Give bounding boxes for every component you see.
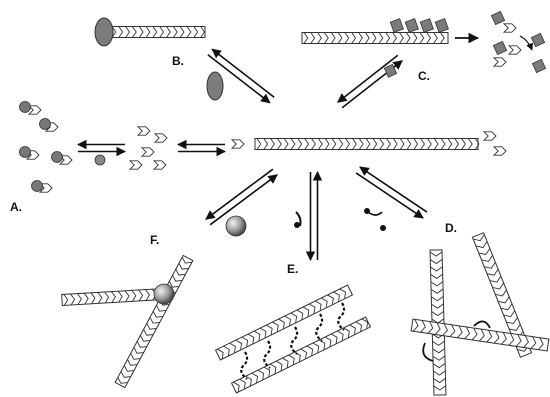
released-cofilin-icon <box>531 33 544 46</box>
filamin-head-icon <box>380 225 386 231</box>
capping-protein-icon <box>95 18 113 46</box>
actin-monomer-icon <box>232 140 244 148</box>
released-cofilin-icon <box>532 59 545 72</box>
released-cofilin-icon <box>491 11 504 24</box>
free-capping-protein-icon <box>207 72 223 100</box>
filamin-head-icon <box>364 208 370 214</box>
actin-monomer-icon <box>509 46 521 54</box>
profilin-icon <box>20 102 31 113</box>
bundle-filament-top <box>216 285 353 360</box>
panel-label-e: E. <box>287 262 298 276</box>
released-cofilin-icon <box>493 41 506 54</box>
bundle-crosslinker-icon <box>338 303 344 330</box>
actin-monomer-icon <box>494 58 506 66</box>
cofilin-icon <box>435 19 448 33</box>
bundle-crosslinker-icon <box>291 327 297 354</box>
mesh-crosslinker-icon <box>423 343 433 361</box>
profilin-icon <box>52 152 63 163</box>
bundle-crosslinker-icon <box>264 341 270 368</box>
actin-monomer-icon <box>142 148 154 156</box>
bundle-crosslinker-icon <box>241 352 247 379</box>
cofilin-icon <box>420 19 433 33</box>
filamin-icon <box>368 212 382 215</box>
branch-mother-filament <box>62 289 165 306</box>
equilibrium-arrow-a1 <box>78 145 125 152</box>
mesh-filament-horizontal <box>411 319 549 351</box>
actin-monomer-icon <box>484 132 496 140</box>
actin-monomer-icon <box>130 161 142 169</box>
panel-label-f: F. <box>150 233 159 247</box>
equilibrium-arrow-c <box>338 55 402 108</box>
equilibrium-arrow-e <box>311 172 318 260</box>
panel-label-a: A. <box>10 200 22 214</box>
actin-monomer-icon <box>155 134 167 142</box>
actin-monomer-icon <box>494 147 506 155</box>
panel-label-d: D. <box>445 221 457 235</box>
actin-monomer-icon <box>154 161 166 169</box>
profilin-icon <box>32 181 43 192</box>
cofilin-icon <box>405 19 418 33</box>
decorated-filament <box>302 33 448 44</box>
equilibrium-arrow-f <box>206 169 277 225</box>
profilin-icon <box>20 147 31 158</box>
crosslinker-head-icon <box>294 222 300 228</box>
mesh-crosslinker-icon <box>474 321 490 328</box>
bundle-filament-bottom <box>232 317 371 393</box>
branch-node-icon <box>154 284 174 304</box>
filaments-layer <box>62 27 549 396</box>
actin-monomer-icon <box>504 24 516 32</box>
cofilin-icon <box>390 19 403 33</box>
free-profilin-icon <box>95 155 105 165</box>
bundle-crosslinker-icon <box>316 314 322 341</box>
panel-label-b: B. <box>172 54 184 68</box>
curved-arrow-icon <box>520 36 532 50</box>
profilin-actin-group <box>20 102 106 192</box>
panel-label-c: C. <box>418 69 430 83</box>
equilibrium-arrow-a2 <box>178 145 225 152</box>
profilin-icon <box>40 119 51 130</box>
branch-daughter-filament <box>115 255 193 387</box>
capped-filament <box>110 27 205 38</box>
central-filament <box>255 139 479 150</box>
actin-monomer-icon <box>138 127 150 135</box>
arp23-complex-icon <box>226 216 246 236</box>
